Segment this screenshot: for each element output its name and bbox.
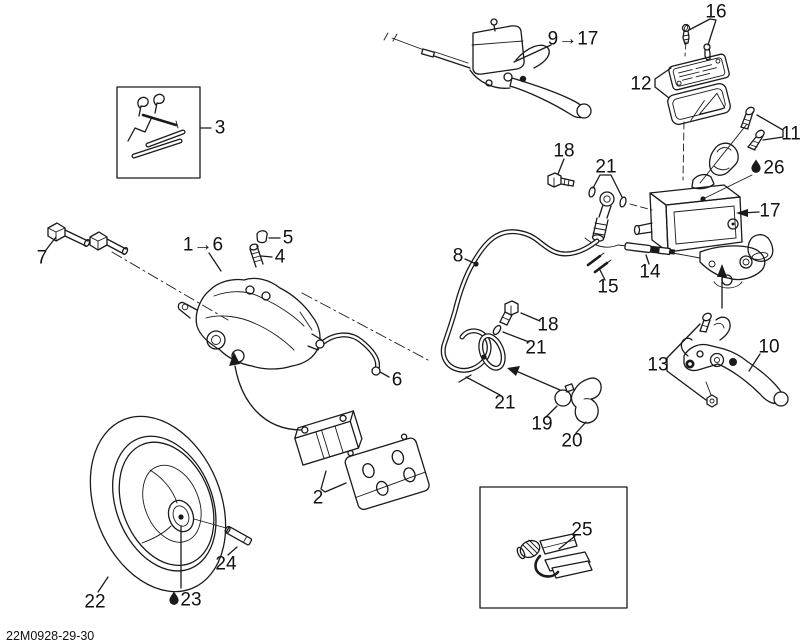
disc-hub	[167, 499, 195, 533]
cable-14	[584, 237, 701, 265]
brake-hose-8	[440, 229, 600, 373]
handlebar-clamp-half	[691, 142, 739, 190]
bleeder-cap-5	[256, 230, 281, 244]
clamp-bolts-11	[699, 106, 784, 184]
boot-cone	[747, 234, 774, 262]
pivot-hardware-13	[666, 312, 718, 408]
callout-6: 6	[392, 370, 403, 391]
callout-21-low: 21	[494, 393, 515, 414]
disc-pin-24	[193, 518, 253, 556]
cover-screws-16	[681, 18, 717, 61]
callout-22: 22	[84, 592, 105, 613]
master-cylinder-17	[633, 184, 766, 289]
washer-21-mid	[492, 324, 530, 343]
callout-8: 8	[453, 246, 464, 267]
callout-9-17: 9→17	[548, 29, 599, 50]
caliper-install-arrow	[229, 352, 303, 431]
callout-12: 12	[630, 74, 651, 95]
bleeder-screw-4	[249, 243, 273, 268]
callout-21-top: 21	[595, 157, 616, 178]
callout-7: 7	[37, 248, 48, 269]
callout-21-mid: 21	[525, 338, 546, 359]
pins-15	[586, 252, 612, 281]
lube-point-23	[169, 525, 182, 605]
banjo-bolt-18-top	[547, 158, 575, 188]
callout-20: 20	[561, 431, 582, 452]
callout-14: 14	[639, 262, 661, 283]
callout-2: 2	[313, 488, 324, 509]
lever-master-cylinder-assembly-9-17	[383, 18, 592, 119]
reservoir-cover-12	[654, 41, 731, 181]
diagram-code: 22M0928-29-30	[6, 629, 94, 643]
hardware-kit-box-3	[116, 86, 212, 179]
hose-clamp-19	[545, 383, 575, 418]
elbow-washers-21-top	[588, 174, 653, 242]
clamp-install-arrow	[507, 366, 561, 391]
callout-15: 15	[597, 277, 618, 298]
callout-17: 17	[759, 201, 780, 222]
callout-19: 19	[531, 414, 552, 435]
callout-23: 23	[180, 590, 201, 611]
reservoir-gasket	[667, 83, 731, 125]
callout-1-6: 1→6	[183, 235, 223, 256]
callout-16: 16	[705, 2, 726, 23]
callout-26: 26	[763, 158, 784, 179]
brake-line-6	[315, 332, 390, 378]
callout-10: 10	[758, 337, 779, 358]
callout-25: 25	[571, 520, 592, 541]
callout-18-top: 18	[553, 141, 574, 162]
lever-install-arrow	[717, 264, 727, 309]
callout-13: 13	[647, 355, 668, 376]
callout-24: 24	[215, 554, 237, 575]
callout-3: 3	[215, 118, 226, 139]
caliper-mount-bolts-7	[45, 222, 229, 321]
oil-drop-icon	[169, 591, 179, 605]
brake-disc-22	[89, 415, 227, 593]
brake-pads-2	[294, 410, 430, 511]
callout-18-mid: 18	[537, 315, 558, 336]
brake-lever-10	[680, 316, 789, 407]
oil-drop-icon	[751, 159, 761, 173]
clamp-kit-box-25	[479, 486, 628, 609]
washer-21-low	[458, 374, 501, 396]
grommet-20	[570, 377, 602, 434]
banjo-bolt-18-mid	[499, 300, 541, 326]
callout-11: 11	[781, 124, 800, 145]
brake-caliper-assembly-1-6	[177, 252, 429, 370]
callout-4: 4	[275, 247, 286, 268]
callout-5: 5	[283, 228, 294, 249]
